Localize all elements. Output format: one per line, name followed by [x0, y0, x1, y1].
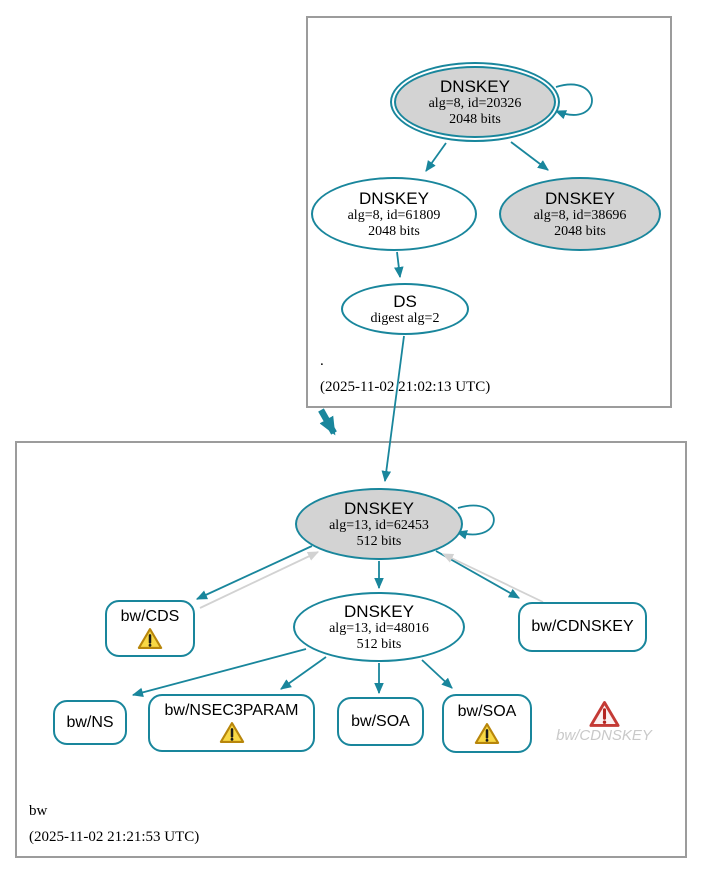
node-bw-soa-warning[interactable]: bw/SOA — [442, 694, 532, 753]
node-label: bw/CDS — [120, 607, 180, 625]
node-title: DS — [393, 291, 417, 311]
error-icon — [588, 701, 620, 727]
warning-icon — [219, 722, 244, 743]
node-label: bw/SOA — [457, 702, 517, 720]
node-root-ksk-dnskey[interactable]: DNSKEY alg=8, id=20326 2048 bits — [390, 62, 560, 142]
node-title: DNSKEY — [344, 498, 414, 518]
node-title: DNSKEY — [545, 188, 615, 208]
node-label: bw/NSEC3PARAM — [164, 702, 299, 719]
node-bits: 2048 bits — [368, 223, 420, 239]
node-bits: 512 bits — [356, 533, 402, 549]
cluster-root-timestamp: (2025-11-02 21:02:13 UTC) — [320, 379, 491, 395]
node-bw-zsk-dnskey[interactable]: DNSKEY alg=13, id=48016 512 bits — [293, 592, 465, 662]
node-root-zsk-dnskey[interactable]: DNSKEY alg=8, id=61809 2048 bits — [311, 177, 477, 251]
edge-root-to-bw-delegation — [318, 408, 337, 436]
double-ellipse-ring — [394, 66, 556, 138]
warning-icon — [474, 722, 500, 744]
cluster-bw-label: bw — [29, 803, 48, 819]
node-bw-cdnskey-error[interactable]: bw/CDNSKEY — [552, 700, 656, 744]
node-bw-nsec3param[interactable]: bw/NSEC3PARAM — [148, 694, 315, 752]
node-detail: alg=8, id=38696 — [533, 207, 627, 223]
node-detail: alg=13, id=62453 — [329, 517, 429, 533]
node-detail: digest alg=2 — [370, 310, 440, 326]
node-bw-ns[interactable]: bw/NS — [53, 700, 127, 745]
node-bw-soa[interactable]: bw/SOA — [337, 697, 424, 746]
node-detail: alg=13, id=48016 — [329, 620, 429, 636]
node-title: DNSKEY — [440, 76, 510, 96]
warning-icon — [137, 627, 163, 649]
node-bits: 2048 bits — [449, 111, 501, 127]
node-root-dnskey-38696[interactable]: DNSKEY alg=8, id=38696 2048 bits — [499, 177, 661, 251]
node-bw-cds[interactable]: bw/CDS — [105, 600, 195, 657]
node-bits: 512 bits — [356, 636, 402, 652]
node-label: bw/CDNSKEY — [531, 618, 634, 635]
node-detail: alg=8, id=20326 — [428, 95, 522, 111]
node-label: bw/SOA — [351, 712, 410, 730]
cluster-bw-timestamp: (2025-11-02 21:21:53 UTC) — [29, 829, 200, 845]
node-root-ds[interactable]: DS digest alg=2 — [341, 283, 469, 335]
node-label: bw/NS — [66, 713, 114, 731]
node-bw-ksk-dnskey[interactable]: DNSKEY alg=13, id=62453 512 bits — [295, 488, 463, 560]
node-title: DNSKEY — [344, 601, 414, 621]
cluster-root-label: . — [320, 353, 324, 369]
node-detail: alg=8, id=61809 — [347, 207, 441, 223]
node-bw-cdnskey[interactable]: bw/CDNSKEY — [518, 602, 647, 652]
node-label: bw/CDNSKEY — [556, 727, 652, 744]
node-title: DNSKEY — [359, 188, 429, 208]
node-bits: 2048 bits — [554, 223, 606, 239]
